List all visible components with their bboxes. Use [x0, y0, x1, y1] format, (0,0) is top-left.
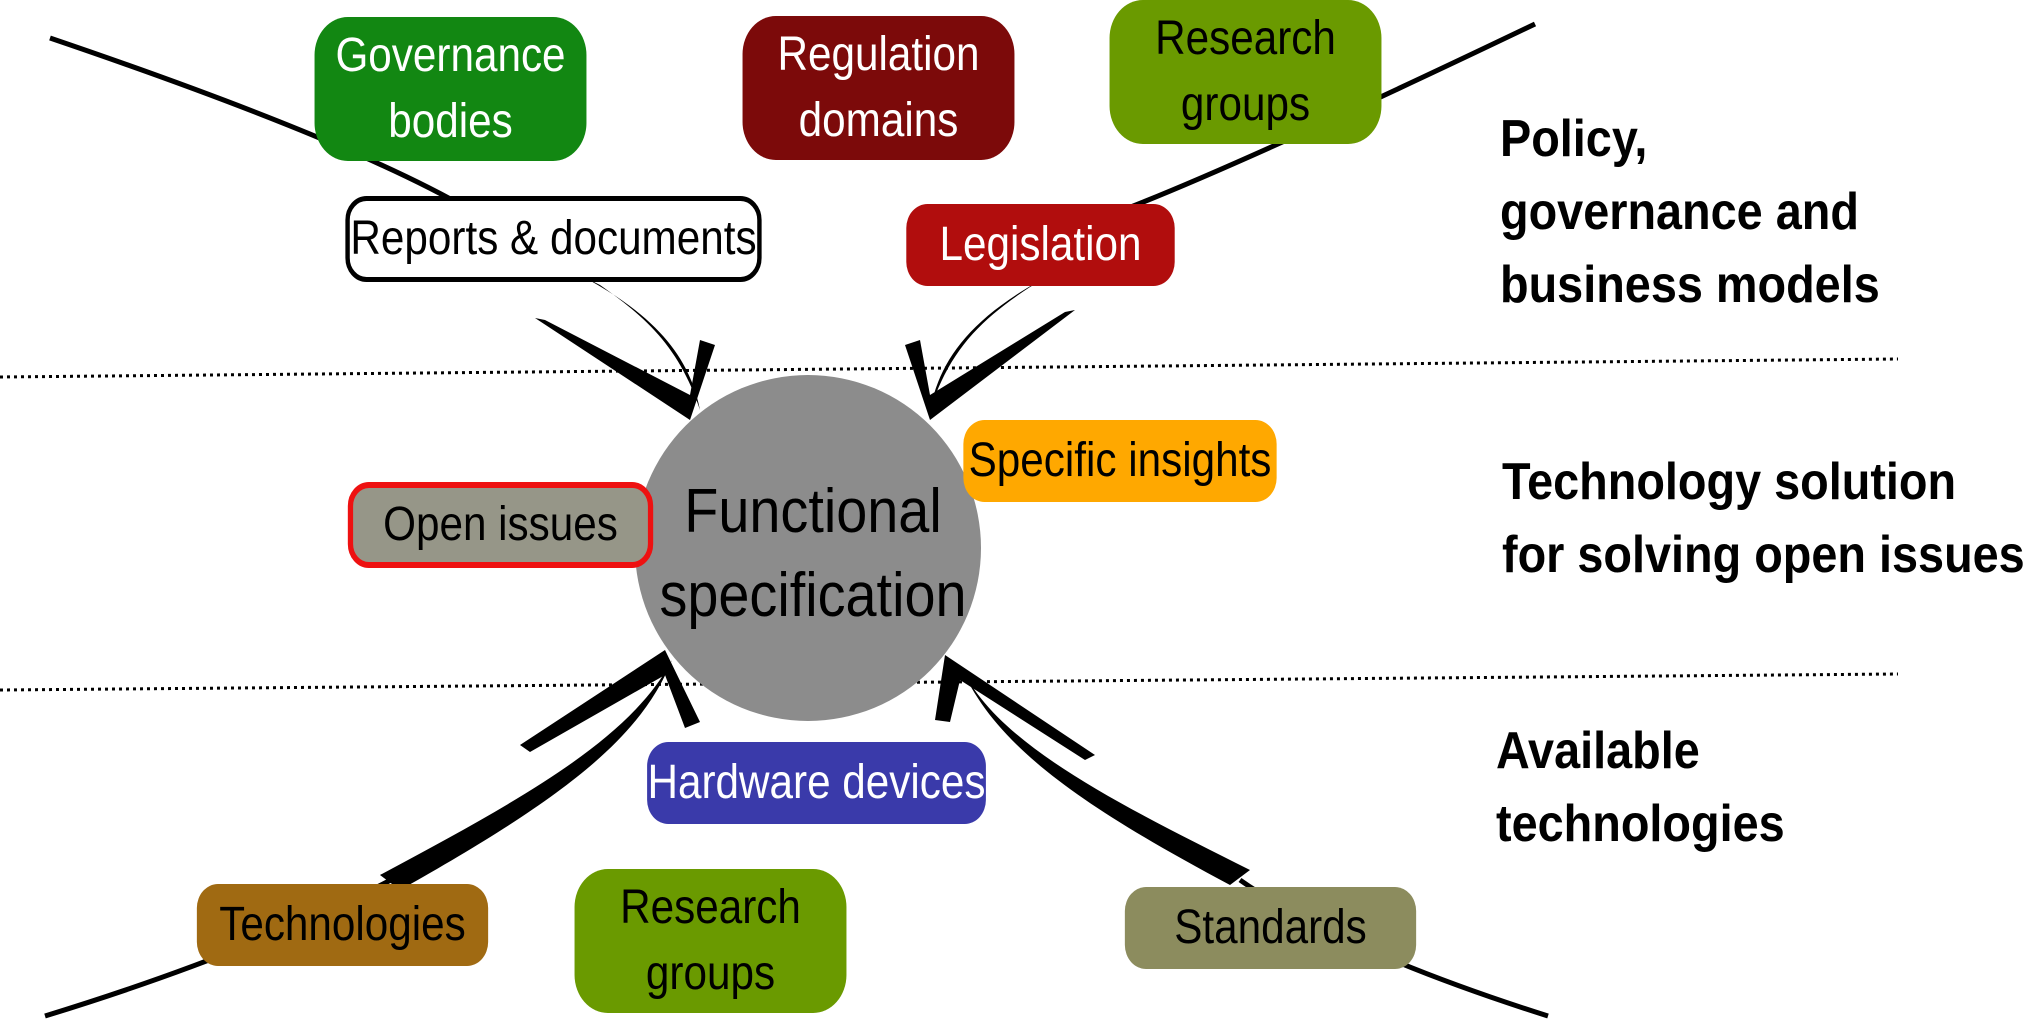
section-label-policy: Policy, governance and business models — [1500, 103, 1880, 322]
arrow-bottom-left — [380, 660, 672, 890]
arrowhead-top-left — [535, 318, 715, 420]
arrow-top-left — [570, 270, 700, 410]
divider-technology-available — [0, 672, 1899, 692]
node-research-groups-bottom[interactable]: Research groups — [574, 869, 847, 1013]
section-label-line-2: for solving open issues — [1502, 526, 2025, 584]
center-label-line-2: specification — [659, 561, 967, 630]
node-label-line-1: Open issues — [383, 498, 618, 551]
node-hardware-devices[interactable]: Hardware devices — [647, 742, 986, 824]
section-label-line-3: business models — [1500, 256, 1880, 314]
section-label-line-2: governance and — [1500, 183, 1859, 241]
arrow-bottom-right — [958, 660, 1250, 885]
node-label-line-1: Reports & documents — [350, 212, 757, 265]
arrowhead-bottom-right — [935, 655, 1095, 760]
line-top-left — [49, 35, 472, 213]
center-label-line-1: Functional — [684, 477, 942, 546]
divider-policy-technology — [0, 357, 1899, 379]
node-label-line-1: Technologies — [219, 898, 466, 951]
node-label-line-2: bodies — [388, 95, 513, 148]
section-label-available: Available technologies — [1496, 715, 1785, 861]
node-standards[interactable]: Standards — [1124, 887, 1417, 969]
center-label: Functional specification — [647, 470, 980, 638]
node-label-line-1: Hardware devices — [647, 756, 986, 809]
section-label-technology: Technology solution for solving open iss… — [1502, 446, 2025, 592]
section-label-line-1: Policy, — [1500, 110, 1648, 168]
node-label-line-1: Specific insights — [968, 434, 1272, 487]
center-circle — [635, 375, 981, 721]
node-research-groups-top[interactable]: Research groups — [1109, 0, 1382, 144]
node-label-line-1: Governance — [335, 29, 566, 82]
section-label-line-1: Available — [1496, 722, 1700, 780]
node-governance-bodies[interactable]: Governance bodies — [314, 17, 587, 161]
line-top-right — [1109, 21, 1537, 218]
node-label-line-2: groups — [645, 947, 776, 1000]
node-label-line-2: domains — [798, 94, 959, 147]
section-label-line-1: Technology solution — [1502, 453, 1957, 511]
node-legislation[interactable]: Legislation — [906, 204, 1175, 286]
node-label-line-1: Research — [620, 881, 801, 934]
arrowhead-top-right — [905, 310, 1075, 420]
node-reports-documents[interactable]: Reports & documents — [345, 196, 762, 282]
node-label-line-1: Research — [1155, 12, 1336, 65]
node-regulation-domains[interactable]: Regulation domains — [742, 16, 1015, 160]
node-label-line-1: Legislation — [939, 218, 1142, 271]
node-open-issues[interactable]: Open issues — [347, 482, 654, 568]
node-label-line-2: groups — [1180, 78, 1311, 131]
node-label-line-1: Standards — [1174, 901, 1367, 954]
node-specific-insights[interactable]: Specific insights — [963, 420, 1277, 502]
arrowhead-bottom-left — [520, 650, 700, 752]
node-technologies[interactable]: Technologies — [196, 884, 489, 966]
section-label-line-2: technologies — [1496, 795, 1785, 853]
node-label-line-1: Regulation — [777, 28, 980, 81]
